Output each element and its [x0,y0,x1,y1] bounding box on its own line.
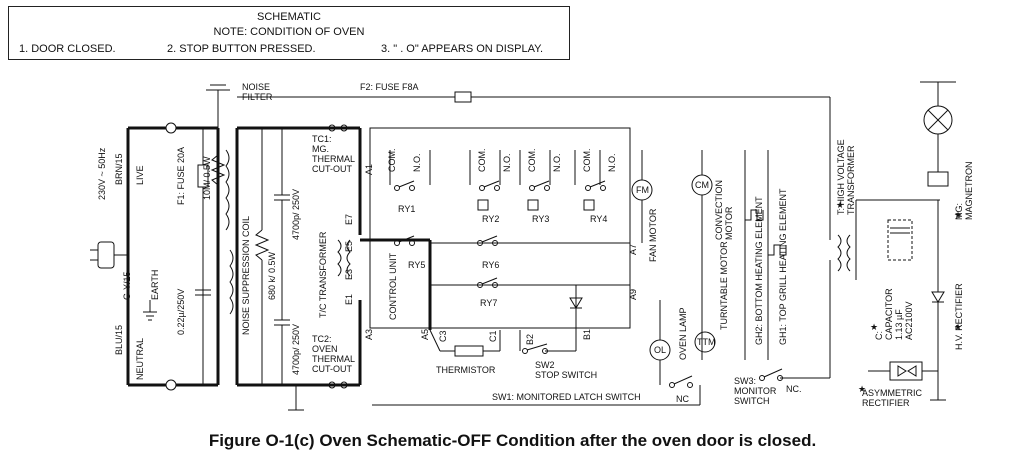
com-label-3: COM. [527,149,537,173]
no-label-3: N.O. [552,153,562,172]
note-condition: NOTE: CONDITION OF OVEN [213,26,365,38]
neutral-label: NEUTRAL [135,338,145,380]
com-label-1: COM. [387,149,397,173]
pin-b1: B1 [582,329,592,340]
supply-voltage-label: 230V ~ 50Hz [97,147,107,200]
cm-label: CM [695,180,709,190]
brn-label: BRN/15 [114,153,124,185]
pin-a9: A9 [628,289,638,300]
pin-a1: A1 [364,164,374,175]
star-1: ★ [836,200,844,210]
condition-note-box: SCHEMATIC NOTE: CONDITION OF OVEN 1. DOO… [8,6,570,60]
figure-caption: Figure O-1(c) Oven Schematic-OFF Conditi… [208,431,817,450]
ry3-label: RY3 [532,214,549,224]
nc2-label: NC. [786,384,802,394]
fan-motor-label: FAN MOTOR [648,208,658,262]
capacitor-label: C:CAPACITOR1.13 µFAC2100V [874,288,914,340]
ry6-label: RY6 [482,260,499,270]
fuse-f1-label: F1: FUSE 20A [176,147,186,205]
pin-a3: A3 [364,329,374,340]
hv-transformer-label: T: HIGH VOLTAGETRANSFORMER [836,139,856,215]
pin-e7: E7 [344,214,354,225]
control-unit-label: CONTROL UNIT [388,252,398,320]
fuse-f2-label: F2: FUSE F8A [360,82,419,92]
thermistor-label: THERMISTOR [436,365,496,375]
pin-a5: A5 [420,329,430,340]
note-step-1: 1. DOOR CLOSED. [19,43,116,55]
pin-e1: E1 [344,294,354,305]
cap-4700-bot-label: 4700p/ 250V [291,324,301,375]
gh2-label: GH2: BOTTOM HEATING ELEMENT [754,196,764,345]
nc1-label: NC [676,394,689,404]
live-label: LIVE [135,165,145,185]
res-10m-label: 10M/ 0.5W [202,156,212,200]
sw1-label: SW1: MONITORED LATCH SWITCH [492,392,641,402]
ry2-label: RY2 [482,214,499,224]
ry1-label: RY1 [398,204,415,214]
gh1-label: GH1: TOP GRILL HEATING ELEMENT [778,188,788,345]
star-5: ★ [858,384,866,394]
com-label-4: COM. [582,149,592,173]
ry5-label: RY5 [408,260,425,270]
ry4-label: RY4 [590,214,607,224]
tc-transformer-label: T/C TRANSFORMER [318,231,328,318]
star-4: ★ [954,322,962,332]
com-label-2: COM. [477,149,487,173]
pin-c3: C3 [438,330,448,342]
pin-e3: E3 [344,269,354,280]
pin-c1: C1 [488,330,498,342]
turntable-motor-label: TURNTABLE MOTOR [719,241,729,330]
coil-label: NOISE SUPPRESSION COIL [241,216,251,335]
pin-e5: E5 [344,241,354,252]
convection-motor-label: CONVECTIONMOTOR [714,180,734,240]
gy-label: G-Y/15 [122,271,132,300]
oven-lamp-label: OVEN LAMP [678,307,688,360]
cap-022-label: 0.22µ/250V [176,289,186,335]
hv-rectifier-label: H.V. RECTIFIER [954,283,964,350]
no-label-1: N.O. [412,153,422,172]
earth-label: EARTH [150,270,160,300]
ry7-label: RY7 [480,298,497,308]
star-2: ★ [954,210,962,220]
note-title: SCHEMATIC [257,11,321,23]
ttm-label: TTM [697,337,716,347]
no-label-2: N.O. [502,153,512,172]
star-3: ★ [870,322,878,332]
no-label-4: N.O. [607,153,617,172]
ol-label: OL [654,345,666,355]
pin-a7: A7 [628,244,638,255]
cap-4700-top-label: 4700p/ 250V [291,189,301,240]
magnetron-label: MG:MAGNETRON [954,162,974,221]
pin-b2: B2 [525,334,535,345]
fm-label: FM [636,185,649,195]
res-680k-label: 680 k/ 0.5W [267,251,277,300]
note-step-3: 3. " . O" APPEARS ON DISPLAY. [381,43,544,55]
note-step-2: 2. STOP BUTTON PRESSED. [167,43,316,55]
blu-label: BLU/15 [114,325,124,355]
